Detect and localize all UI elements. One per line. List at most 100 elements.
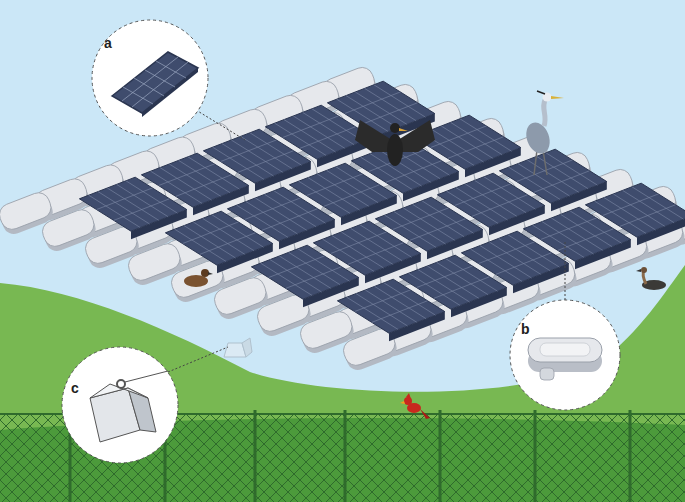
panel-grid [269,256,325,278]
panel-grid [262,209,318,231]
cormorant-head [390,123,400,133]
panel-grid [441,126,493,158]
panel-grid [160,168,212,200]
panel-grid [362,103,418,125]
callout-circle [92,20,208,136]
panel-grid [169,164,221,196]
fence-post [629,410,632,502]
panel-grid [303,112,355,144]
panel-grid [345,92,401,114]
panel-grid [203,218,255,250]
panel-grid [331,232,387,254]
panel-grid [379,150,431,182]
panel-grid [222,144,274,176]
panel-grid [179,160,231,192]
anchor-block [224,338,252,357]
panel-grid [98,192,150,224]
float-lug [540,368,554,380]
panel-grid [456,188,508,220]
callout-letter: b [521,322,530,336]
callout-circle [62,347,178,463]
leader-lines [168,110,565,372]
panel-grid [238,151,294,173]
panel-grid [518,164,570,196]
panel-grid [446,259,498,291]
panel-detail-grid [122,57,188,107]
panel-grid [620,205,676,227]
panel-grid [541,218,597,240]
panel-grid [117,184,169,216]
panel-grid [475,180,527,212]
fence-post [254,410,257,502]
panel-grid [300,127,356,149]
callout-letter: a [104,36,112,50]
panel-grid [114,199,170,221]
panel-grid [308,178,360,210]
float-top [528,338,602,362]
panel-grid [283,116,339,138]
panel-grid [293,116,345,148]
callout-letter: c [71,381,79,395]
panel-grid [89,195,141,227]
panel-grid [499,238,551,270]
cormorant-beak [399,128,408,131]
panel-grid [341,232,393,264]
heron-neck [544,98,546,126]
panel-grid [284,120,336,152]
leader-line [196,110,245,140]
panel-grid [332,236,384,268]
fence-post [344,410,347,502]
panel-top [79,177,186,231]
solar-panel [79,177,186,239]
panel-grid [496,253,552,275]
cormorant-wing [398,120,435,152]
grebe-beak [636,269,641,272]
panel-grid [613,194,665,226]
panel-grid [542,222,594,254]
panel-grid [250,133,302,165]
panel-grid [347,297,399,329]
panel-grid [479,242,535,264]
panel-grid [231,140,283,172]
panel-grid [255,198,307,230]
panel-grid [274,191,326,223]
panel-top [337,279,444,333]
panel-grid [418,270,470,302]
panel-grid [351,228,403,260]
panel-grid [286,267,342,289]
panel-grid [261,263,313,295]
panel-grid [472,195,528,217]
panel-grid [410,219,466,241]
panel-grid [159,164,215,186]
panel-grid [346,96,398,128]
anchor-side [242,338,252,357]
solar-panel [251,245,358,307]
panel-grid [212,215,264,247]
panel-grid [183,222,239,244]
grid-line [132,62,188,107]
panel-grid [298,249,350,281]
cormorant [355,120,435,166]
heron-crest [537,91,545,94]
panel-grid [246,202,298,234]
panel-grid [417,266,473,288]
panel-grid [403,208,455,240]
panel-grid [603,194,659,216]
panel-grid [431,126,487,148]
panel-grid [394,212,446,244]
duck-head [201,269,209,277]
panel-grid [336,167,388,199]
panel-grid [365,88,417,120]
heron-leg [534,150,537,175]
cardinal-crest [406,393,411,399]
panel-grid [270,260,322,292]
panel-grid [448,137,504,159]
panel-grid [289,252,341,284]
panel-grid [546,153,598,185]
panel-grid [327,170,379,202]
heron-beak [551,96,564,99]
solar-panel [165,211,272,273]
cormorant-wing [355,120,392,152]
panel-grid [356,294,408,326]
